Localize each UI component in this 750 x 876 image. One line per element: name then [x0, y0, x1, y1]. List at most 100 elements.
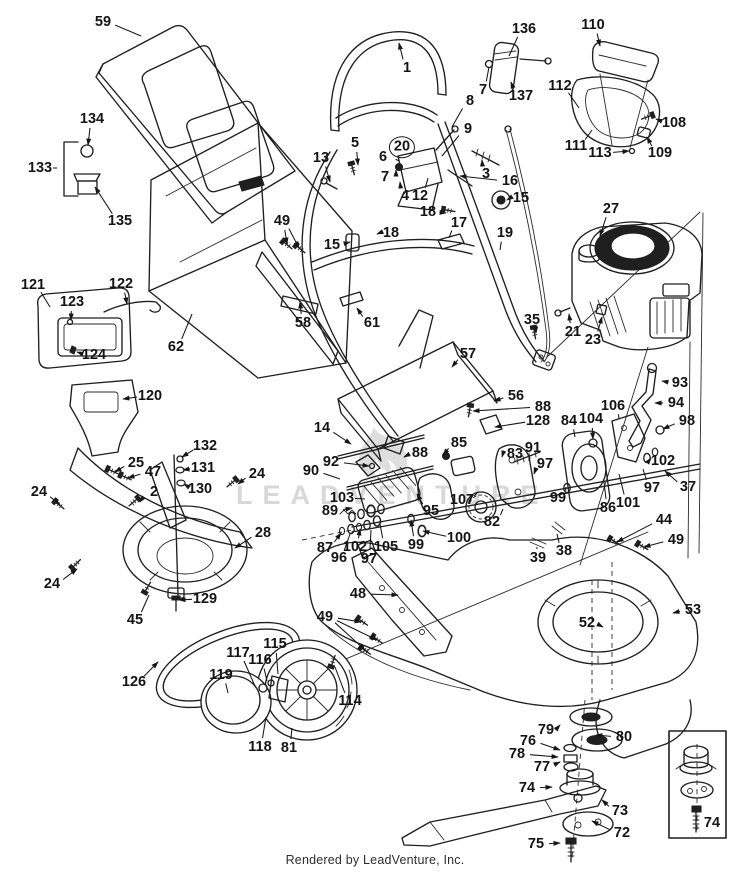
inset-box	[668, 730, 727, 839]
part-label-5: 5	[350, 134, 360, 151]
part-label-117: 117	[226, 644, 250, 661]
part-label-83: 83	[506, 445, 524, 462]
part-label-74: 74	[703, 814, 721, 831]
mower-deck	[308, 521, 699, 759]
control-cables	[504, 125, 704, 554]
part-label-108: 108	[661, 114, 687, 131]
part-label-75: 75	[527, 835, 545, 852]
part-label-58: 58	[294, 314, 312, 331]
part-label-23: 23	[584, 331, 602, 348]
part-label-92: 92	[322, 453, 340, 470]
part-label-94: 94	[667, 394, 685, 411]
part-label-80: 80	[615, 728, 633, 745]
part-label-39: 39	[529, 549, 547, 566]
part-label-88: 88	[534, 398, 552, 415]
part-label-78: 78	[508, 745, 526, 762]
part-label-136: 136	[511, 20, 537, 37]
part-label-109: 109	[647, 144, 673, 161]
part-label-15: 15	[512, 189, 530, 206]
part-label-104: 104	[578, 410, 604, 427]
part-label-96: 96	[330, 549, 348, 566]
blade-assembly	[401, 699, 623, 863]
part-label-35: 35	[523, 311, 541, 328]
part-label-122: 122	[108, 275, 134, 292]
part-label-73: 73	[611, 802, 629, 819]
part-label-133: 133	[27, 159, 53, 176]
part-label-91: 91	[524, 439, 542, 456]
part-label-7: 7	[380, 168, 390, 185]
part-label-2: 2	[149, 483, 159, 500]
part-label-12: 12	[411, 187, 429, 204]
part-label-21: 21	[564, 323, 582, 340]
part-label-77: 77	[533, 758, 551, 775]
part-label-53: 53	[684, 601, 702, 618]
part-label-47: 47	[144, 463, 162, 480]
part-label-27: 27	[602, 200, 620, 217]
part-label-59: 59	[94, 13, 112, 30]
part-label-19: 19	[496, 224, 514, 241]
part-label-76: 76	[519, 732, 537, 749]
part-label-45: 45	[126, 611, 144, 628]
part-label-107: 107	[449, 491, 475, 508]
part-label-135: 135	[107, 212, 133, 229]
part-label-79: 79	[537, 721, 555, 738]
part-label-9: 9	[463, 120, 473, 137]
part-label-49: 49	[316, 608, 334, 625]
engine	[554, 221, 703, 566]
part-label-74: 74	[518, 779, 536, 796]
part-label-112: 112	[548, 77, 572, 94]
part-label-15: 15	[323, 236, 341, 253]
part-label-4: 4	[400, 187, 410, 204]
part-label-119: 119	[209, 666, 233, 683]
part-label-97: 97	[536, 455, 554, 472]
part-label-49: 49	[273, 212, 291, 229]
front-assembly	[51, 379, 253, 612]
part-label-93: 93	[671, 374, 689, 391]
part-label-17: 17	[450, 214, 468, 231]
part-label-97: 97	[643, 479, 661, 496]
part-label-24: 24	[248, 465, 266, 482]
part-label-126: 126	[121, 673, 147, 690]
part-label-99: 99	[549, 489, 567, 506]
part-label-72: 72	[613, 824, 631, 841]
footer-credit: Rendered by LeadVenture, Inc.	[285, 853, 465, 867]
part-label-28: 28	[254, 524, 272, 541]
part-label-44: 44	[655, 511, 673, 528]
part-label-81: 81	[280, 739, 298, 756]
part-label-8: 8	[465, 92, 475, 109]
part-label-24: 24	[43, 575, 61, 592]
oil-bottle	[488, 41, 552, 95]
part-label-137: 137	[508, 87, 534, 104]
transmission-cluster	[301, 362, 701, 541]
part-label-124: 124	[81, 346, 107, 363]
part-label-105: 105	[373, 538, 399, 555]
part-label-115: 115	[263, 635, 287, 652]
part-label-14: 14	[313, 419, 331, 436]
part-label-116: 116	[248, 651, 272, 668]
part-label-37: 37	[679, 478, 697, 495]
part-label-99: 99	[407, 536, 425, 553]
part-label-106: 106	[600, 397, 626, 414]
part-label-123: 123	[59, 293, 85, 310]
part-label-56: 56	[507, 387, 525, 404]
part-label-120: 120	[137, 387, 163, 404]
part-label-84: 84	[560, 412, 578, 429]
part-label-131: 131	[190, 459, 216, 476]
part-label-3: 3	[481, 165, 491, 182]
part-label-52: 52	[578, 614, 596, 631]
part-label-13: 13	[312, 149, 330, 166]
part-label-113: 113	[588, 144, 612, 161]
part-label-20: 20	[388, 136, 416, 158]
part-label-101: 101	[615, 494, 641, 511]
part-label-85: 85	[450, 434, 468, 451]
leadventure-watermark: LEADVENTURE	[236, 480, 549, 510]
part-label-62: 62	[167, 338, 185, 355]
part-label-48: 48	[349, 585, 367, 602]
hardware-box-133	[63, 141, 101, 197]
lower-handle	[301, 121, 556, 455]
bag-frame	[570, 40, 661, 155]
part-label-134: 134	[79, 110, 105, 127]
part-label-110: 110	[581, 16, 605, 33]
